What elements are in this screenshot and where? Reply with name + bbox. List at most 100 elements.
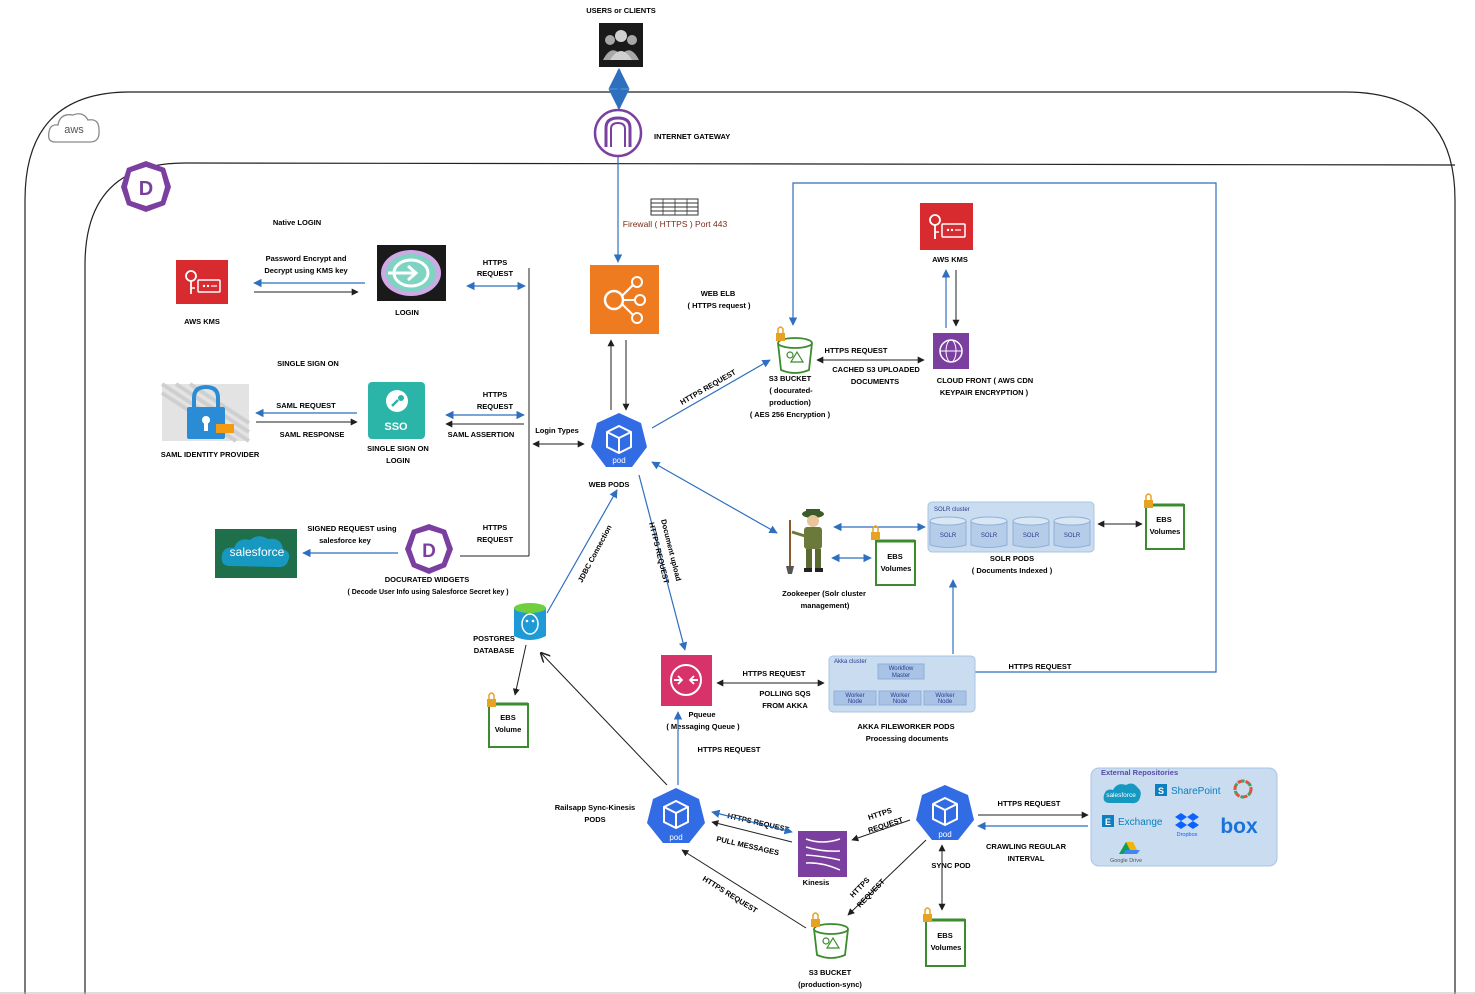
docurated-logo-icon: D bbox=[121, 161, 171, 212]
svg-text:salesforce: salesforce bbox=[230, 545, 285, 559]
svg-text:SOLR: SOLR bbox=[1023, 533, 1040, 539]
s3-production-label-2: ( docurated- bbox=[769, 386, 813, 395]
railsapp-pods-icon: pod bbox=[647, 788, 705, 843]
https-request-label: HTTPS REQUEST bbox=[825, 346, 888, 355]
akka-cluster: Akka cluster Workflow Master Worker Node… bbox=[828, 655, 976, 713]
svg-text:Akka cluster: Akka cluster bbox=[834, 659, 867, 665]
ebs-volume-icon: EBS Volumes bbox=[871, 525, 916, 586]
svg-text:EBS: EBS bbox=[937, 931, 952, 940]
sso-label-1: SINGLE SIGN ON bbox=[367, 444, 429, 453]
svg-text:Volumes: Volumes bbox=[931, 943, 962, 952]
zookeeper-label-1: Zookeeper (Solr cluster bbox=[782, 589, 866, 598]
web-pods-label: WEB PODS bbox=[589, 480, 630, 489]
svg-text:Worker: Worker bbox=[845, 693, 864, 699]
saml-identity-provider-icon bbox=[160, 382, 251, 443]
svg-text:EBS: EBS bbox=[1156, 515, 1171, 524]
s3-production-label-1: S3 BUCKET bbox=[769, 374, 812, 383]
box-logo: box bbox=[1220, 815, 1258, 838]
salesforce-small-icon: salesforce bbox=[1103, 783, 1141, 804]
signed-request-label-1: SIGNED REQUEST using bbox=[307, 524, 397, 533]
postgres-label-1: POSTGRES bbox=[473, 634, 515, 643]
svg-text:SOLR cluster: SOLR cluster bbox=[934, 507, 970, 513]
crawling-label-2: INTERVAL bbox=[1008, 854, 1045, 863]
railsapp-label-1: Railsapp Sync-Kinesis bbox=[555, 803, 635, 812]
https-request-label: REQUEST bbox=[477, 535, 514, 544]
https-request-label: HTTPS bbox=[483, 390, 508, 399]
https-request-label: HTTPS REQUEST bbox=[743, 669, 806, 678]
decode-info-label: ( Decode User Info using Salesforce Secr… bbox=[347, 589, 508, 596]
worker-node bbox=[923, 690, 967, 706]
https-request-label: HTTPS REQUEST bbox=[1009, 662, 1072, 671]
svg-text:Worker: Worker bbox=[890, 693, 909, 699]
external-repositories-panel: External Repositories salesforce S Share… bbox=[1090, 767, 1278, 867]
svg-text:Google Drive: Google Drive bbox=[1110, 858, 1142, 864]
svg-text:Master: Master bbox=[892, 673, 910, 679]
saml-idp-label: SAML IDENTITY PROVIDER bbox=[161, 450, 260, 459]
dropbox-icon: Dropbox bbox=[1175, 813, 1199, 838]
svg-text:EBS: EBS bbox=[500, 713, 515, 722]
web-pods-icon: pod bbox=[591, 413, 647, 467]
svg-text:S: S bbox=[1158, 786, 1164, 796]
sso-label-2: LOGIN bbox=[386, 456, 410, 465]
docurated-boundary bbox=[84, 162, 1456, 994]
exchange-icon: E Exchange bbox=[1102, 815, 1163, 828]
s3-bucket-production-icon bbox=[776, 326, 813, 374]
firewall-label: Firewall ( HTTPS ) Port 443 bbox=[623, 219, 728, 229]
svg-text:Worker: Worker bbox=[935, 693, 954, 699]
cached-label-2: DOCUMENTS bbox=[851, 377, 899, 386]
postgres-database-icon bbox=[514, 603, 546, 640]
ebs-volume-icon: EBS Volume bbox=[487, 692, 529, 748]
cached-label-1: CACHED S3 UPLOADED bbox=[832, 365, 920, 374]
svg-text:pod: pod bbox=[938, 830, 951, 839]
svg-text:SOLR: SOLR bbox=[1064, 533, 1081, 539]
docurated-widgets-icon: D bbox=[405, 524, 453, 574]
sso-icon: SSO bbox=[368, 382, 425, 439]
solr-pods-label-2: ( Documents Indexed ) bbox=[972, 566, 1053, 575]
s3-production-label-3: production) bbox=[769, 398, 811, 407]
users-label: USERS or CLIENTS bbox=[586, 6, 656, 15]
solr-node: SOLR bbox=[1012, 516, 1050, 548]
web-elb-label-2: ( HTTPS request ) bbox=[688, 301, 751, 310]
svg-text:D: D bbox=[422, 541, 436, 562]
internet-gateway-label: INTERNET GATEWAY bbox=[654, 132, 730, 141]
svg-text:Volume: Volume bbox=[495, 725, 522, 734]
web-elb-label-1: WEB ELB bbox=[701, 289, 736, 298]
svg-text:Node: Node bbox=[938, 699, 953, 705]
aws-kms-left-label: AWS KMS bbox=[184, 317, 220, 326]
https-request-label: HTTPS REQUEST bbox=[679, 367, 738, 406]
polling-label-1: POLLING SQS bbox=[759, 689, 810, 698]
svg-text:Volumes: Volumes bbox=[1150, 527, 1181, 536]
polling-label-2: FROM AKKA bbox=[762, 701, 808, 710]
colorful-logo-icon bbox=[1233, 779, 1253, 799]
aws-kms-left-icon bbox=[176, 260, 228, 304]
pwd-encrypt-label-1: Password Encrypt and bbox=[266, 254, 347, 263]
svg-text:EBS: EBS bbox=[887, 552, 902, 561]
https-request-label: REQUEST bbox=[477, 269, 514, 278]
pqueue-label-2: ( Messaging Queue ) bbox=[666, 722, 740, 731]
crawling-label-1: CRAWLING REGULAR bbox=[986, 842, 1067, 851]
cloudfront-icon bbox=[933, 333, 969, 369]
cloudfront-label-2: KEYPAIR ENCRYPTION ) bbox=[940, 388, 1029, 397]
login-label: LOGIN bbox=[395, 308, 419, 317]
solr-node: SOLR bbox=[970, 516, 1008, 548]
cloudfront-label-1: CLOUD FRONT ( AWS CDN bbox=[937, 376, 1033, 385]
svg-text:D: D bbox=[139, 178, 153, 200]
solr-cluster: SOLR cluster SOLR SOLR SOLR SOLR bbox=[927, 501, 1095, 553]
zookeeper-icon bbox=[786, 509, 824, 574]
firewall-icon bbox=[650, 198, 699, 216]
workflow-master-node bbox=[877, 663, 925, 680]
svg-text:Dropbox: Dropbox bbox=[1177, 832, 1198, 838]
aws-cloud-icon: aws bbox=[47, 113, 100, 143]
internet-gateway-icon bbox=[593, 108, 643, 158]
svg-text:Node: Node bbox=[893, 699, 908, 705]
worker-node bbox=[833, 690, 877, 706]
sync-pod-label: SYNC POD bbox=[931, 861, 971, 870]
railsapp-label-2: PODS bbox=[584, 815, 605, 824]
https-request-label: HTTPS REQUEST bbox=[727, 811, 791, 834]
sync-pod-icon: pod bbox=[916, 785, 974, 840]
pull-messages-label: PULL MESSAGES bbox=[716, 834, 780, 857]
solr-pods-label-1: SOLR PODS bbox=[990, 554, 1034, 563]
aws-kms-right-icon bbox=[920, 203, 973, 250]
kinesis-icon bbox=[798, 831, 847, 877]
